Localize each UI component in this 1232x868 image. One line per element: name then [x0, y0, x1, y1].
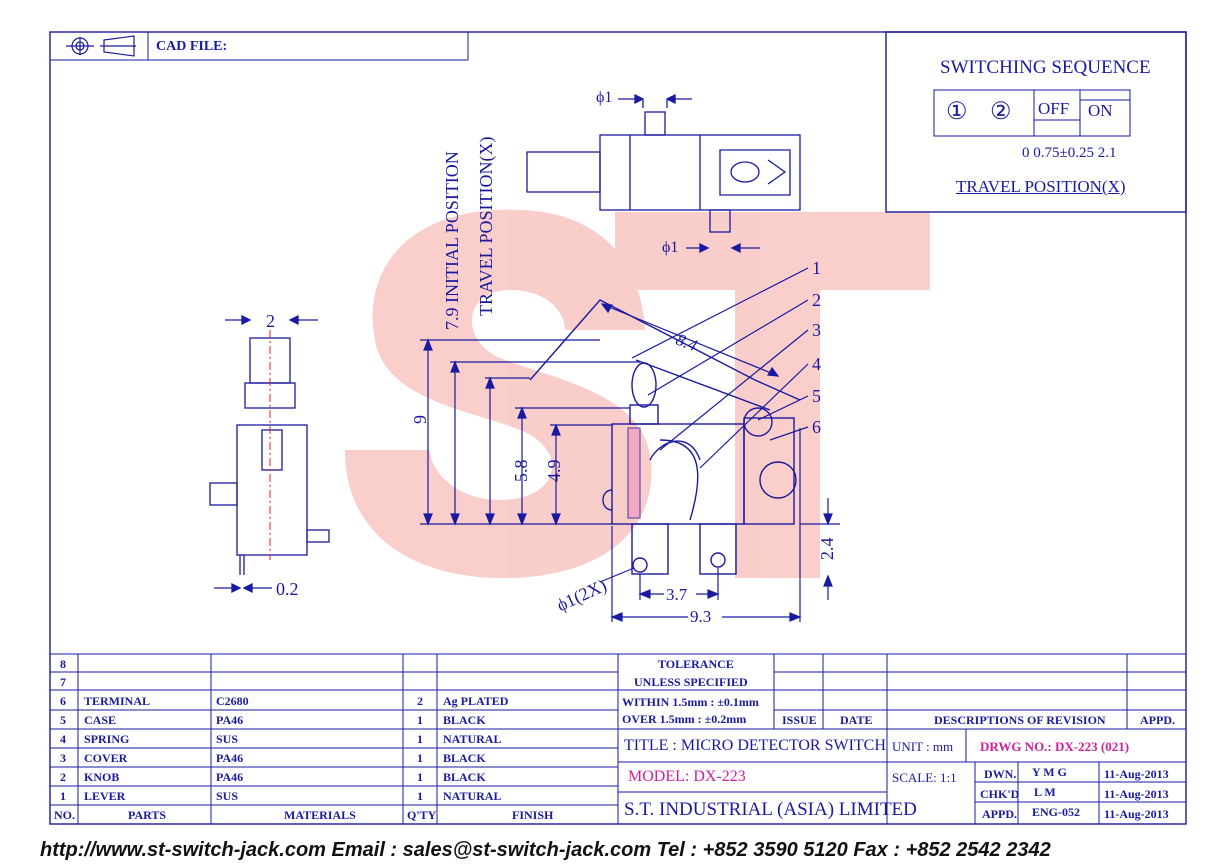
date-header: DATE — [840, 713, 873, 727]
dim-nine-three: 9.3 — [690, 607, 712, 626]
header-qty: Q'TY — [407, 808, 437, 822]
row-2-qty: 1 — [417, 770, 423, 784]
drawing-title: TITLE : MICRO DETECTOR SWITCH — [624, 737, 886, 754]
dim-seven-nine-initial: 7.9 INITIAL POSITION — [442, 151, 462, 330]
row-3-part: COVER — [84, 751, 128, 765]
row-8-no: 8 — [60, 657, 66, 671]
front-view — [529, 299, 801, 575]
row-4-material: SUS — [216, 732, 239, 746]
row-1-material: SUS — [216, 789, 239, 803]
row-2-part: KNOB — [84, 770, 120, 784]
chkd-value: L M — [1034, 785, 1056, 799]
travel-position-label: TRAVEL POSITION(X) — [956, 177, 1126, 196]
state-on: ON — [1088, 101, 1113, 120]
side-view — [209, 337, 330, 575]
row-4-no: 4 — [60, 732, 66, 746]
company-name: S.T. INDUSTRIAL (ASIA) LIMITED — [624, 799, 917, 820]
callout-1: 1 — [812, 258, 821, 278]
chkd-date: 11-Aug-2013 — [1104, 787, 1169, 801]
row-7-no: 7 — [60, 675, 66, 689]
switching-sequence-title: SWITCHING SEQUENCE — [940, 57, 1151, 78]
dim-three-seven: 3.7 — [666, 585, 688, 604]
row-6-finish: Ag PLATED — [443, 694, 509, 708]
row-6-no: 6 — [60, 694, 66, 708]
dim-travel-position: TRAVEL POSITION(X) — [476, 136, 496, 317]
issue-header: ISSUE — [782, 713, 817, 727]
header-materials: MATERIALS — [284, 808, 356, 822]
row-2-no: 2 — [60, 770, 66, 784]
dimension-lines — [420, 303, 840, 622]
row-5-finish: BLACK — [443, 713, 486, 727]
unless-specified-label: UNLESS SPECIFIED — [634, 675, 748, 689]
dim-five-eight: 5.8 — [511, 459, 531, 483]
descriptions-header: DESCRIPTIONS OF REVISION — [934, 713, 1106, 727]
row-1-finish: NATURAL — [443, 789, 502, 803]
appd-date: 11-Aug-2013 — [1104, 807, 1169, 821]
scale-label: SCALE: 1:1 — [892, 770, 957, 785]
row-2-finish: BLACK — [443, 770, 486, 784]
dim-zero-two: 0.2 — [276, 579, 299, 599]
row-6-material: C2680 — [216, 694, 249, 708]
model-label: MODEL: DX-223 — [628, 768, 746, 785]
header-no: NO. — [54, 808, 75, 822]
dim-phi1-bottom: ϕ1 — [662, 239, 679, 256]
terminal-1-symbol: ① — [946, 99, 968, 125]
row-4-qty: 1 — [417, 732, 423, 746]
callout-3: 3 — [812, 320, 821, 340]
row-4-finish: NATURAL — [443, 732, 502, 746]
row-4-part: SPRING — [84, 732, 130, 746]
row-1-part: LEVER — [84, 789, 126, 803]
chkd-label: CHK'D — [980, 787, 1020, 801]
callout-2: 2 — [812, 290, 821, 310]
row-5-material: PA46 — [216, 713, 244, 727]
row-5-no: 5 — [60, 713, 66, 727]
terminal-2-symbol: ② — [990, 99, 1012, 125]
callout-6: 6 — [812, 417, 821, 437]
tolerance-label: TOLERANCE — [658, 657, 734, 671]
callout-5: 5 — [812, 386, 821, 406]
watermark-logo — [345, 209, 930, 579]
dim-phi1-top: ϕ1 — [596, 89, 613, 106]
row-5-part: CASE — [84, 713, 117, 727]
sequence-positions: 0 0.75±0.25 2.1 — [1022, 145, 1117, 161]
appd-value: ENG-052 — [1032, 805, 1080, 819]
row-3-finish: BLACK — [443, 751, 486, 765]
appd-label: APPD. — [982, 807, 1017, 821]
row-1-no: 1 — [60, 789, 66, 803]
tolerance-over: OVER 1.5mm : ±0.2mm — [622, 712, 747, 726]
dim-two: 2 — [266, 311, 275, 331]
tolerance-within: WITHIN 1.5mm : ±0.1mm — [622, 695, 759, 709]
parts-table-grid — [50, 653, 1186, 824]
row-3-qty: 1 — [417, 751, 423, 765]
dwn-date: 11-Aug-2013 — [1104, 767, 1169, 781]
row-2-material: PA46 — [216, 770, 244, 784]
appd-header: APPD. — [1140, 713, 1175, 727]
header-finish: FINISH — [512, 808, 554, 822]
dim-four-nine: 4.9 — [544, 459, 564, 483]
projection-symbol-icon — [66, 35, 136, 57]
header-parts: PARTS — [128, 808, 167, 822]
row-6-qty: 2 — [417, 694, 423, 708]
callout-4: 4 — [812, 354, 821, 374]
dim-nine: 9 — [410, 415, 430, 424]
row-6-part: TERMINAL — [84, 694, 151, 708]
dwn-label: DWN. — [984, 767, 1017, 781]
row-3-no: 3 — [60, 751, 66, 765]
cad-file-label: CAD FILE: — [156, 39, 228, 54]
state-off: OFF — [1038, 99, 1070, 118]
row-5-qty: 1 — [417, 713, 423, 727]
row-3-material: PA46 — [216, 751, 244, 765]
drawing-number: DRWG NO.: DX-223 (021) — [980, 739, 1130, 754]
dwn-value: Y M G — [1032, 765, 1067, 779]
unit-label: UNIT : mm — [892, 739, 954, 754]
callout-leaders — [631, 267, 809, 469]
contact-footer: http://www.st-switch-jack.com Email : sa… — [40, 839, 1051, 861]
top-view — [526, 100, 801, 233]
dim-two-four: 2.4 — [817, 537, 837, 561]
row-1-qty: 1 — [417, 789, 423, 803]
